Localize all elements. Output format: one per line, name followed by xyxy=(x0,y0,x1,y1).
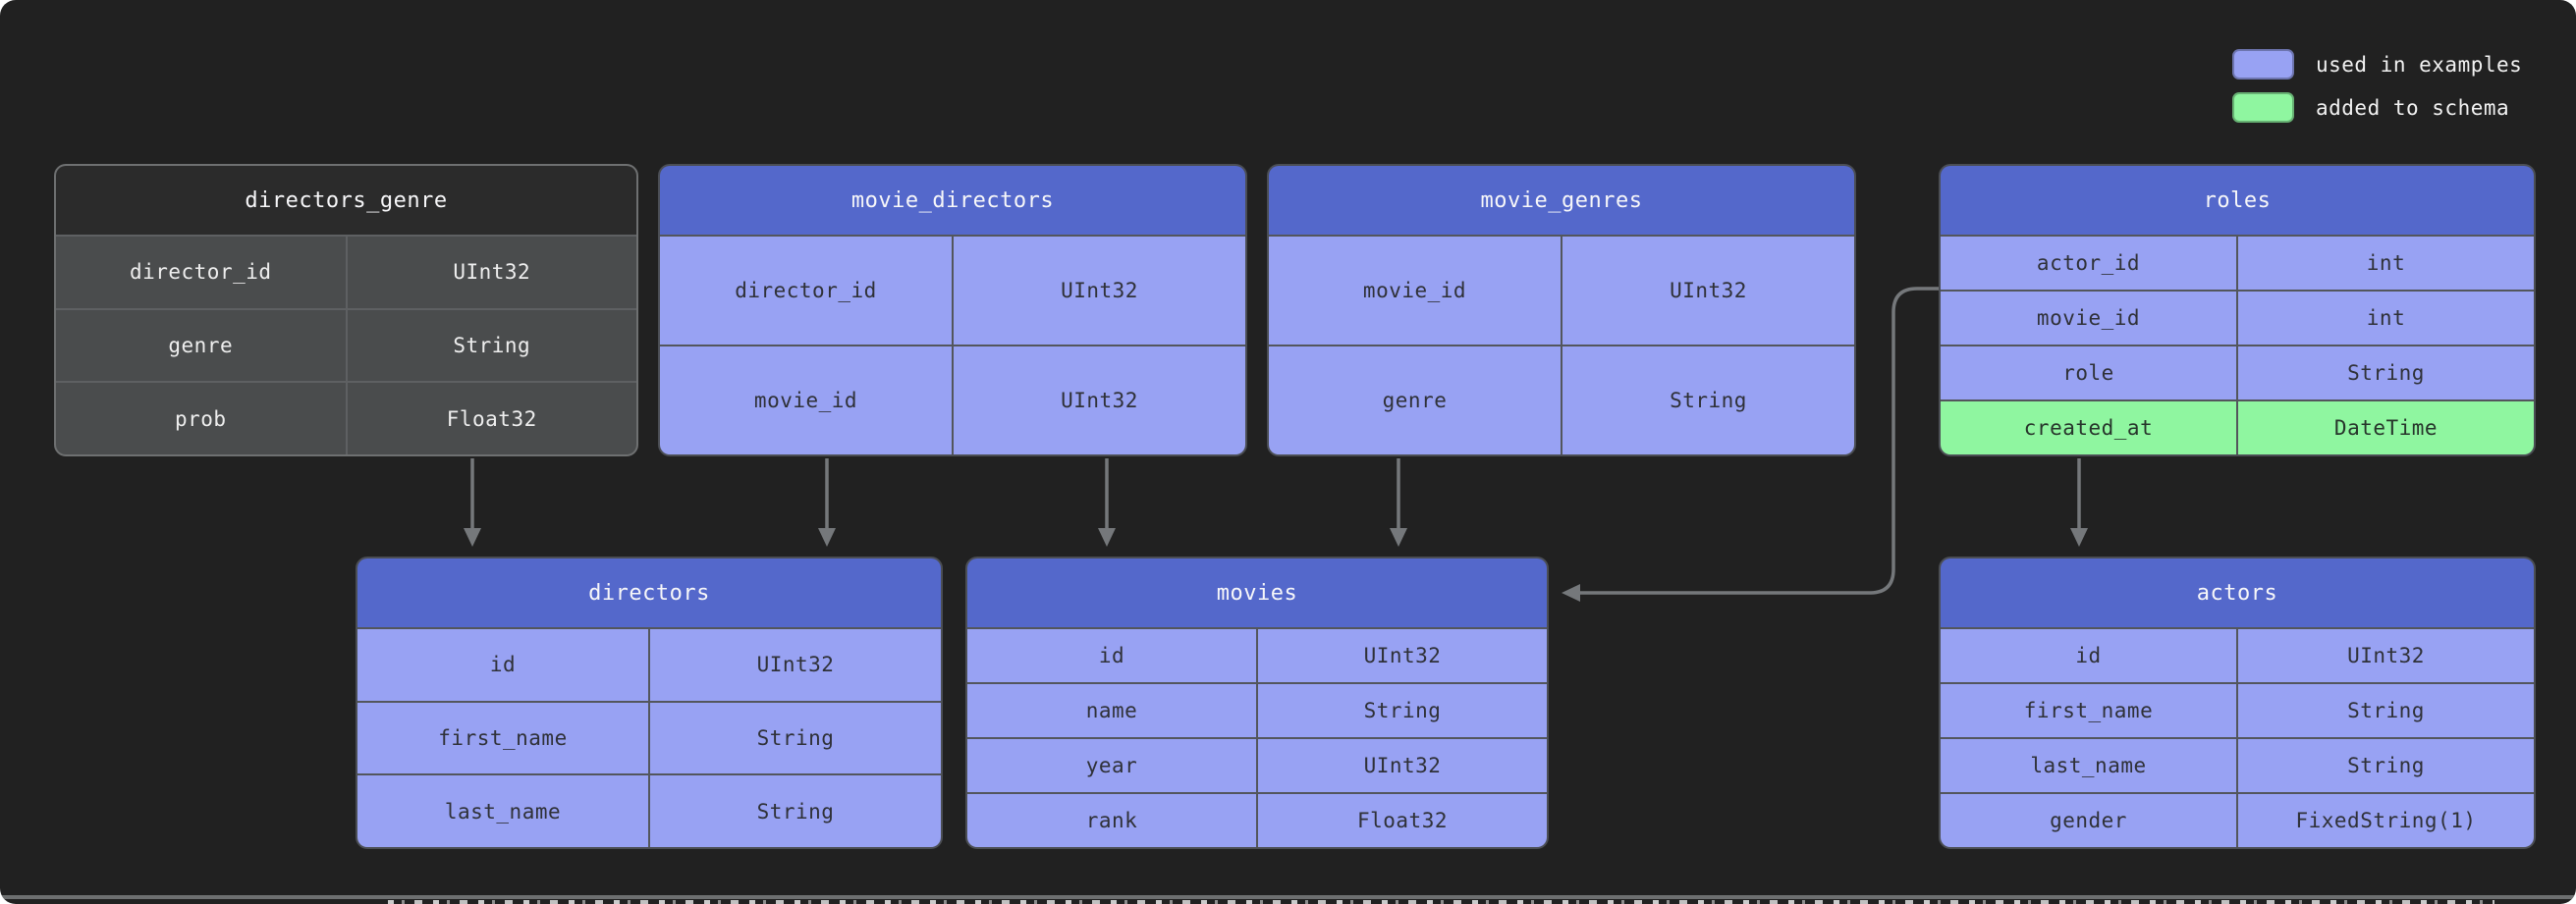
field-type-cell: Float32 xyxy=(1256,794,1547,847)
field-name-cell: movie_id xyxy=(1941,292,2236,345)
field-name-cell: role xyxy=(1941,346,2236,399)
field-name-cell: movie_id xyxy=(660,346,952,454)
field-name-cell: id xyxy=(967,629,1256,682)
field-name-cell: director_id xyxy=(56,237,346,308)
field-type-cell: UInt32 xyxy=(952,346,1245,454)
field-type-cell: int xyxy=(2236,292,2534,345)
field-type-cell: UInt32 xyxy=(345,237,636,308)
field-name-cell: director_id xyxy=(660,237,952,345)
field-row: movie_id int xyxy=(1941,290,2534,345)
field-type-cell: int xyxy=(2236,237,2534,290)
field-name-cell: id xyxy=(1941,629,2236,682)
table-movie-directors: movie_directors director_id UInt32 movie… xyxy=(658,164,1247,456)
table-title: movie_directors xyxy=(660,166,1245,235)
field-row-added-to-schema: created_at DateTime xyxy=(1941,399,2534,454)
field-row: name String xyxy=(967,682,1547,737)
field-row: genre String xyxy=(56,307,636,382)
field-name-cell: id xyxy=(357,629,648,701)
legend-item-added-to-schema: added to schema xyxy=(2232,92,2522,123)
field-row: movie_id UInt32 xyxy=(660,345,1245,454)
table-movies: movies id UInt32 name String year UInt32… xyxy=(965,557,1549,849)
field-type-cell: FixedString(1) xyxy=(2236,794,2534,847)
field-name-cell: genre xyxy=(56,309,346,382)
legend: used in examples added to schema xyxy=(2232,49,2522,123)
field-name-cell: name xyxy=(967,684,1256,737)
field-row: id UInt32 xyxy=(1941,627,2534,682)
table-actors: actors id UInt32 first_name String last_… xyxy=(1939,557,2536,849)
field-name-cell: prob xyxy=(56,383,346,454)
field-type-cell: Float32 xyxy=(345,383,636,454)
legend-label: added to schema xyxy=(2316,95,2510,120)
field-type-cell: String xyxy=(648,775,941,847)
field-type-cell: String xyxy=(1256,684,1547,737)
table-title: movie_genres xyxy=(1269,166,1854,235)
legend-item-used-in-examples: used in examples xyxy=(2232,49,2522,80)
field-row: first_name String xyxy=(357,700,941,774)
field-name-cell: genre xyxy=(1269,346,1561,454)
field-row: id UInt32 xyxy=(357,627,941,701)
field-type-cell: String xyxy=(2236,739,2534,792)
field-type-cell: UInt32 xyxy=(2236,629,2534,682)
field-row: director_id UInt32 xyxy=(660,235,1245,345)
table-movie-genres: movie_genres movie_id UInt32 genre Strin… xyxy=(1267,164,1856,456)
table-title: roles xyxy=(1941,166,2534,235)
field-row: gender FixedString(1) xyxy=(1941,792,2534,847)
field-type-cell: DateTime xyxy=(2236,401,2534,454)
field-type-cell: UInt32 xyxy=(952,237,1245,345)
field-name-cell: movie_id xyxy=(1269,237,1561,345)
field-row: last_name String xyxy=(357,773,941,847)
legend-swatch-added-to-schema xyxy=(2232,92,2294,123)
table-title: movies xyxy=(967,558,1547,627)
field-name-cell: year xyxy=(967,739,1256,792)
field-row: genre String xyxy=(1269,345,1854,454)
panel-bottom-border xyxy=(0,895,2576,899)
field-row: rank Float32 xyxy=(967,792,1547,847)
field-type-cell: UInt32 xyxy=(648,629,941,701)
field-type-cell: UInt32 xyxy=(1256,629,1547,682)
table-title: actors xyxy=(1941,558,2534,627)
field-name-cell: last_name xyxy=(357,775,648,847)
field-name-cell: first_name xyxy=(1941,684,2236,737)
table-directors: directors id UInt32 first_name String la… xyxy=(356,557,943,849)
table-title: directors_genre xyxy=(56,166,636,235)
field-name-cell: rank xyxy=(967,794,1256,847)
field-row: director_id UInt32 xyxy=(56,235,636,308)
field-name-cell: gender xyxy=(1941,794,2236,847)
field-row: actor_id int xyxy=(1941,235,2534,290)
field-name-cell: actor_id xyxy=(1941,237,2236,290)
field-name-cell: last_name xyxy=(1941,739,2236,792)
clipped-text-artifact xyxy=(388,900,2494,904)
field-row: year UInt32 xyxy=(967,737,1547,792)
field-type-cell: String xyxy=(345,309,636,382)
field-row: role String xyxy=(1941,345,2534,399)
field-type-cell: String xyxy=(1561,346,1854,454)
legend-label: used in examples xyxy=(2316,52,2523,77)
field-name-cell: created_at xyxy=(1941,401,2236,454)
field-type-cell: UInt32 xyxy=(1561,237,1854,345)
field-name-cell: first_name xyxy=(357,702,648,774)
table-roles: roles actor_id int movie_id int role Str… xyxy=(1939,164,2536,456)
field-row: first_name String xyxy=(1941,682,2534,737)
field-type-cell: String xyxy=(648,702,941,774)
field-type-cell: String xyxy=(2236,684,2534,737)
field-row: last_name String xyxy=(1941,737,2534,792)
legend-swatch-used-in-examples xyxy=(2232,49,2294,80)
table-title: directors xyxy=(357,558,941,627)
field-type-cell: UInt32 xyxy=(1256,739,1547,792)
field-row: id UInt32 xyxy=(967,627,1547,682)
field-type-cell: String xyxy=(2236,346,2534,399)
field-row: movie_id UInt32 xyxy=(1269,235,1854,345)
table-directors-genre: directors_genre director_id UInt32 genre… xyxy=(54,164,638,456)
field-row: prob Float32 xyxy=(56,381,636,454)
